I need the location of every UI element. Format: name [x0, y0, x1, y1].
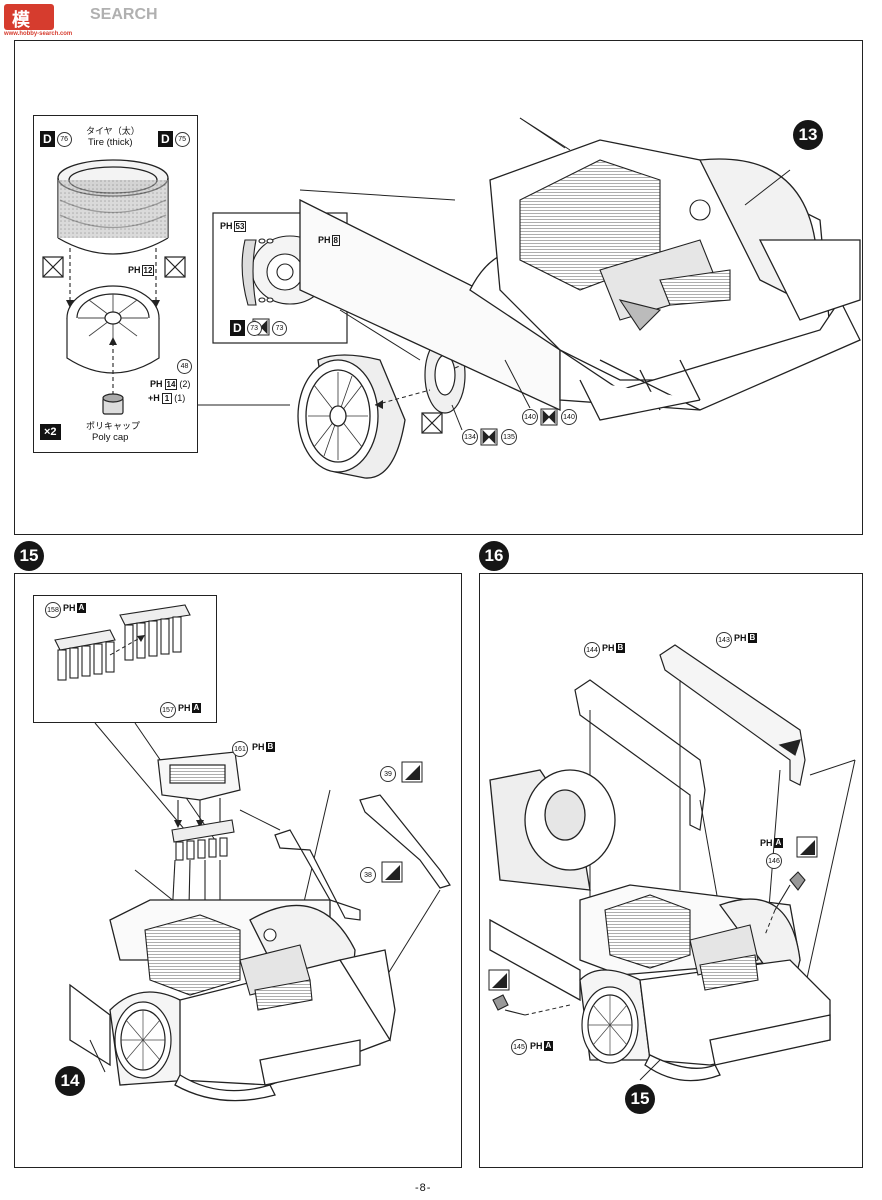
part-143-tag: PH B: [734, 633, 758, 643]
part-157-tag: PH A: [178, 703, 202, 713]
part-ph12: PH 12: [128, 265, 155, 276]
part-146-tag: PH A: [760, 838, 784, 848]
part-143-beam: [659, 644, 806, 786]
part-146: 146: [766, 853, 782, 869]
part-144-beam: [574, 679, 706, 831]
part-161-tag: PH B: [252, 742, 276, 752]
step-16-badge: 16: [479, 541, 509, 571]
part-145: 145: [511, 1039, 527, 1055]
struts: [274, 794, 451, 921]
big-wheel-13: [297, 354, 406, 479]
wheel-15: [114, 1001, 172, 1079]
part-161-cover: [157, 751, 241, 801]
parts-146-145: [492, 871, 806, 1016]
part-ph14: PH 14 (2): [150, 379, 191, 390]
engine-13: [519, 159, 731, 331]
no-glue-icon-13: [421, 412, 443, 434]
no-glue-icon: [42, 256, 186, 278]
polycap-drawing: [102, 393, 124, 415]
part-140b: 140: [561, 409, 577, 425]
part-ph53: PH 53: [220, 221, 247, 232]
wheel-16: [581, 986, 639, 1064]
polycap-en: Poly cap: [92, 432, 129, 443]
step-15-badge: 15: [14, 541, 44, 571]
part-ph8: PH 8: [318, 235, 340, 246]
part-157: 157: [160, 702, 176, 718]
car-rear-16: [489, 769, 616, 891]
page-number: -8-: [415, 1182, 432, 1194]
part-143: 143: [716, 632, 732, 648]
part-135: 135: [501, 429, 517, 445]
step-14-badge: 14: [55, 1066, 85, 1096]
part-d76: D 76: [40, 131, 72, 147]
part-d75: D 75: [158, 131, 190, 147]
glue-icons-15: [381, 761, 423, 883]
logo-cjk: 模: [12, 10, 30, 31]
part-140: 140: [522, 409, 538, 425]
part-38: 38: [360, 867, 376, 883]
engine-16: [604, 894, 759, 991]
part-145-tag: PH A: [530, 1041, 554, 1051]
step-13-badge: 13: [793, 120, 823, 150]
engine-15: [144, 914, 313, 1011]
part-161: 161: [232, 741, 248, 757]
logo-mark-icon: [4, 4, 62, 38]
tire-title-en: Tire (thick): [88, 137, 133, 148]
logo-search-text: SEARCH: [90, 6, 158, 23]
multiplier-badge: ×2: [40, 424, 61, 440]
part-73-pair: 73: [272, 321, 287, 336]
part-144-tag: PH B: [602, 643, 626, 653]
part-158-tag: PH A: [63, 603, 87, 613]
part-134: 134: [462, 429, 478, 445]
tire-title-jp: タイヤ（太）: [86, 126, 140, 136]
polycap-jp: ポリキャップ: [86, 421, 141, 431]
step-15-ref-badge: 15: [625, 1084, 655, 1114]
part-48: 48: [177, 359, 192, 374]
part-158: 158: [45, 602, 61, 618]
part-144: 144: [584, 642, 600, 658]
injector-rails-inset: [54, 604, 191, 681]
part-39: 39: [380, 766, 396, 782]
glue-icons-16: [488, 836, 818, 991]
tire-drawing: [57, 159, 169, 255]
part-d73: D 73: [230, 320, 262, 336]
logo-url-text: www.hobby-search.com: [4, 30, 73, 37]
part-h1: +H 1 (1): [148, 393, 186, 404]
